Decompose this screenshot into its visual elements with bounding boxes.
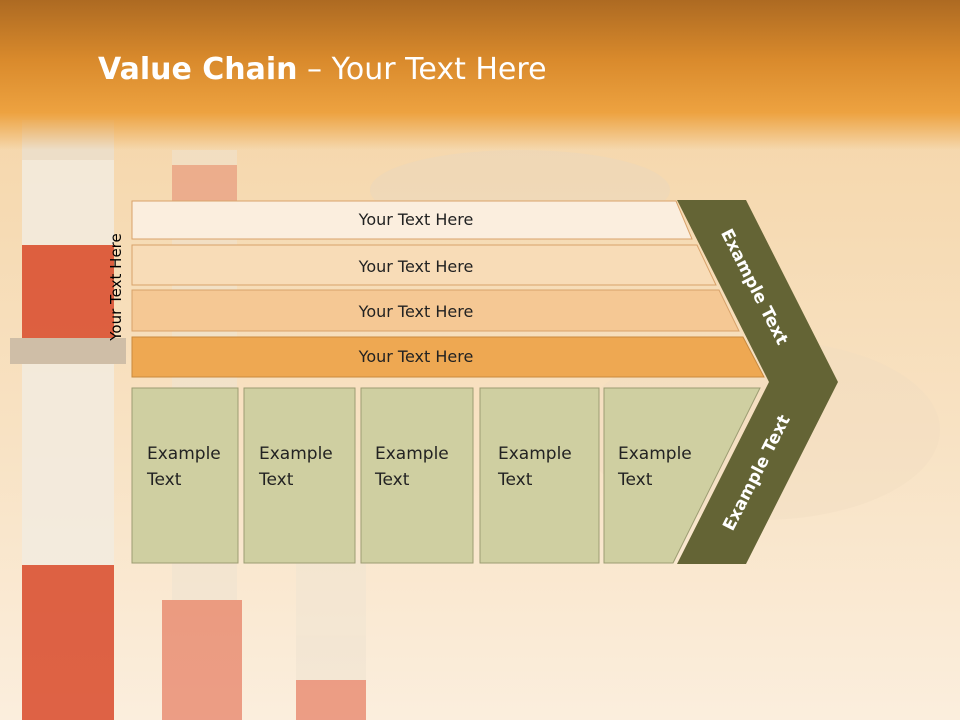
band-group: Your Text Here Your Text Here Your Text … [131,200,765,378]
box-2[interactable]: Example Text [243,387,356,564]
band-1-shape [131,200,693,240]
box-1-shape [131,387,239,564]
band-2[interactable]: Your Text Here [131,244,717,286]
svg-text:Example: Example [498,664,572,684]
title-rest: – Your Text Here [297,52,547,87]
title-bar [0,0,960,150]
band-4[interactable]: Your Text Here [131,336,765,378]
svg-text:Text: Text [258,638,294,658]
box-3-line2: Text [374,470,410,490]
band-1[interactable]: Your Text Here [131,200,693,240]
box-2-line2: Text [258,470,294,490]
svg-text:Text: Text [497,638,533,658]
band-3[interactable]: Your Text Here [131,289,740,332]
svg-text:Example: Example [259,664,333,684]
box-4-line2: Text [497,470,533,490]
svg-text:Text: Text [146,638,182,658]
box-2-shape [243,387,356,564]
svg-text:Text: Text [617,638,653,658]
band-3-shape [131,289,740,332]
box-4-line1: Example [498,444,572,464]
band-2-label: Your Text Here [358,257,474,276]
svg-text:Example: Example [618,664,692,684]
svg-text:Example: Example [147,664,221,684]
box-4[interactable]: Example Text [479,387,600,564]
box-1-line1: Example [147,444,221,464]
diagram-reflection: Example Text Example Text Example Text E… [131,564,825,720]
chevron-shape [677,200,838,564]
box-4-shape [479,387,600,564]
band-3-label: Your Text Here [358,302,474,321]
box-5-shape [603,387,761,564]
band-1-label: Your Text Here [358,210,474,229]
title-bold: Value Chain [98,52,298,87]
box-3-line1: Example [375,444,449,464]
box-3[interactable]: Example Text [360,387,474,564]
box-3-shape [360,387,474,564]
box-group: Example Text Example Text Example Text E… [131,387,761,564]
box-5-line2: Text [617,470,653,490]
svg-text:Text: Text [374,638,410,658]
box-2-line1: Example [259,444,333,464]
band-4-shape [131,336,765,378]
box-5[interactable]: Example Text [603,387,761,564]
band-4-label: Your Text Here [358,347,474,366]
svg-text:Example: Example [375,664,449,684]
box-1[interactable]: Example Text [131,387,239,564]
band-2-shape [131,244,717,286]
box-1-line2: Text [146,470,182,490]
box-5-line1: Example [618,444,692,464]
slide-title: Value Chain – Your Text Here [98,52,547,87]
chimney-left [10,120,126,720]
